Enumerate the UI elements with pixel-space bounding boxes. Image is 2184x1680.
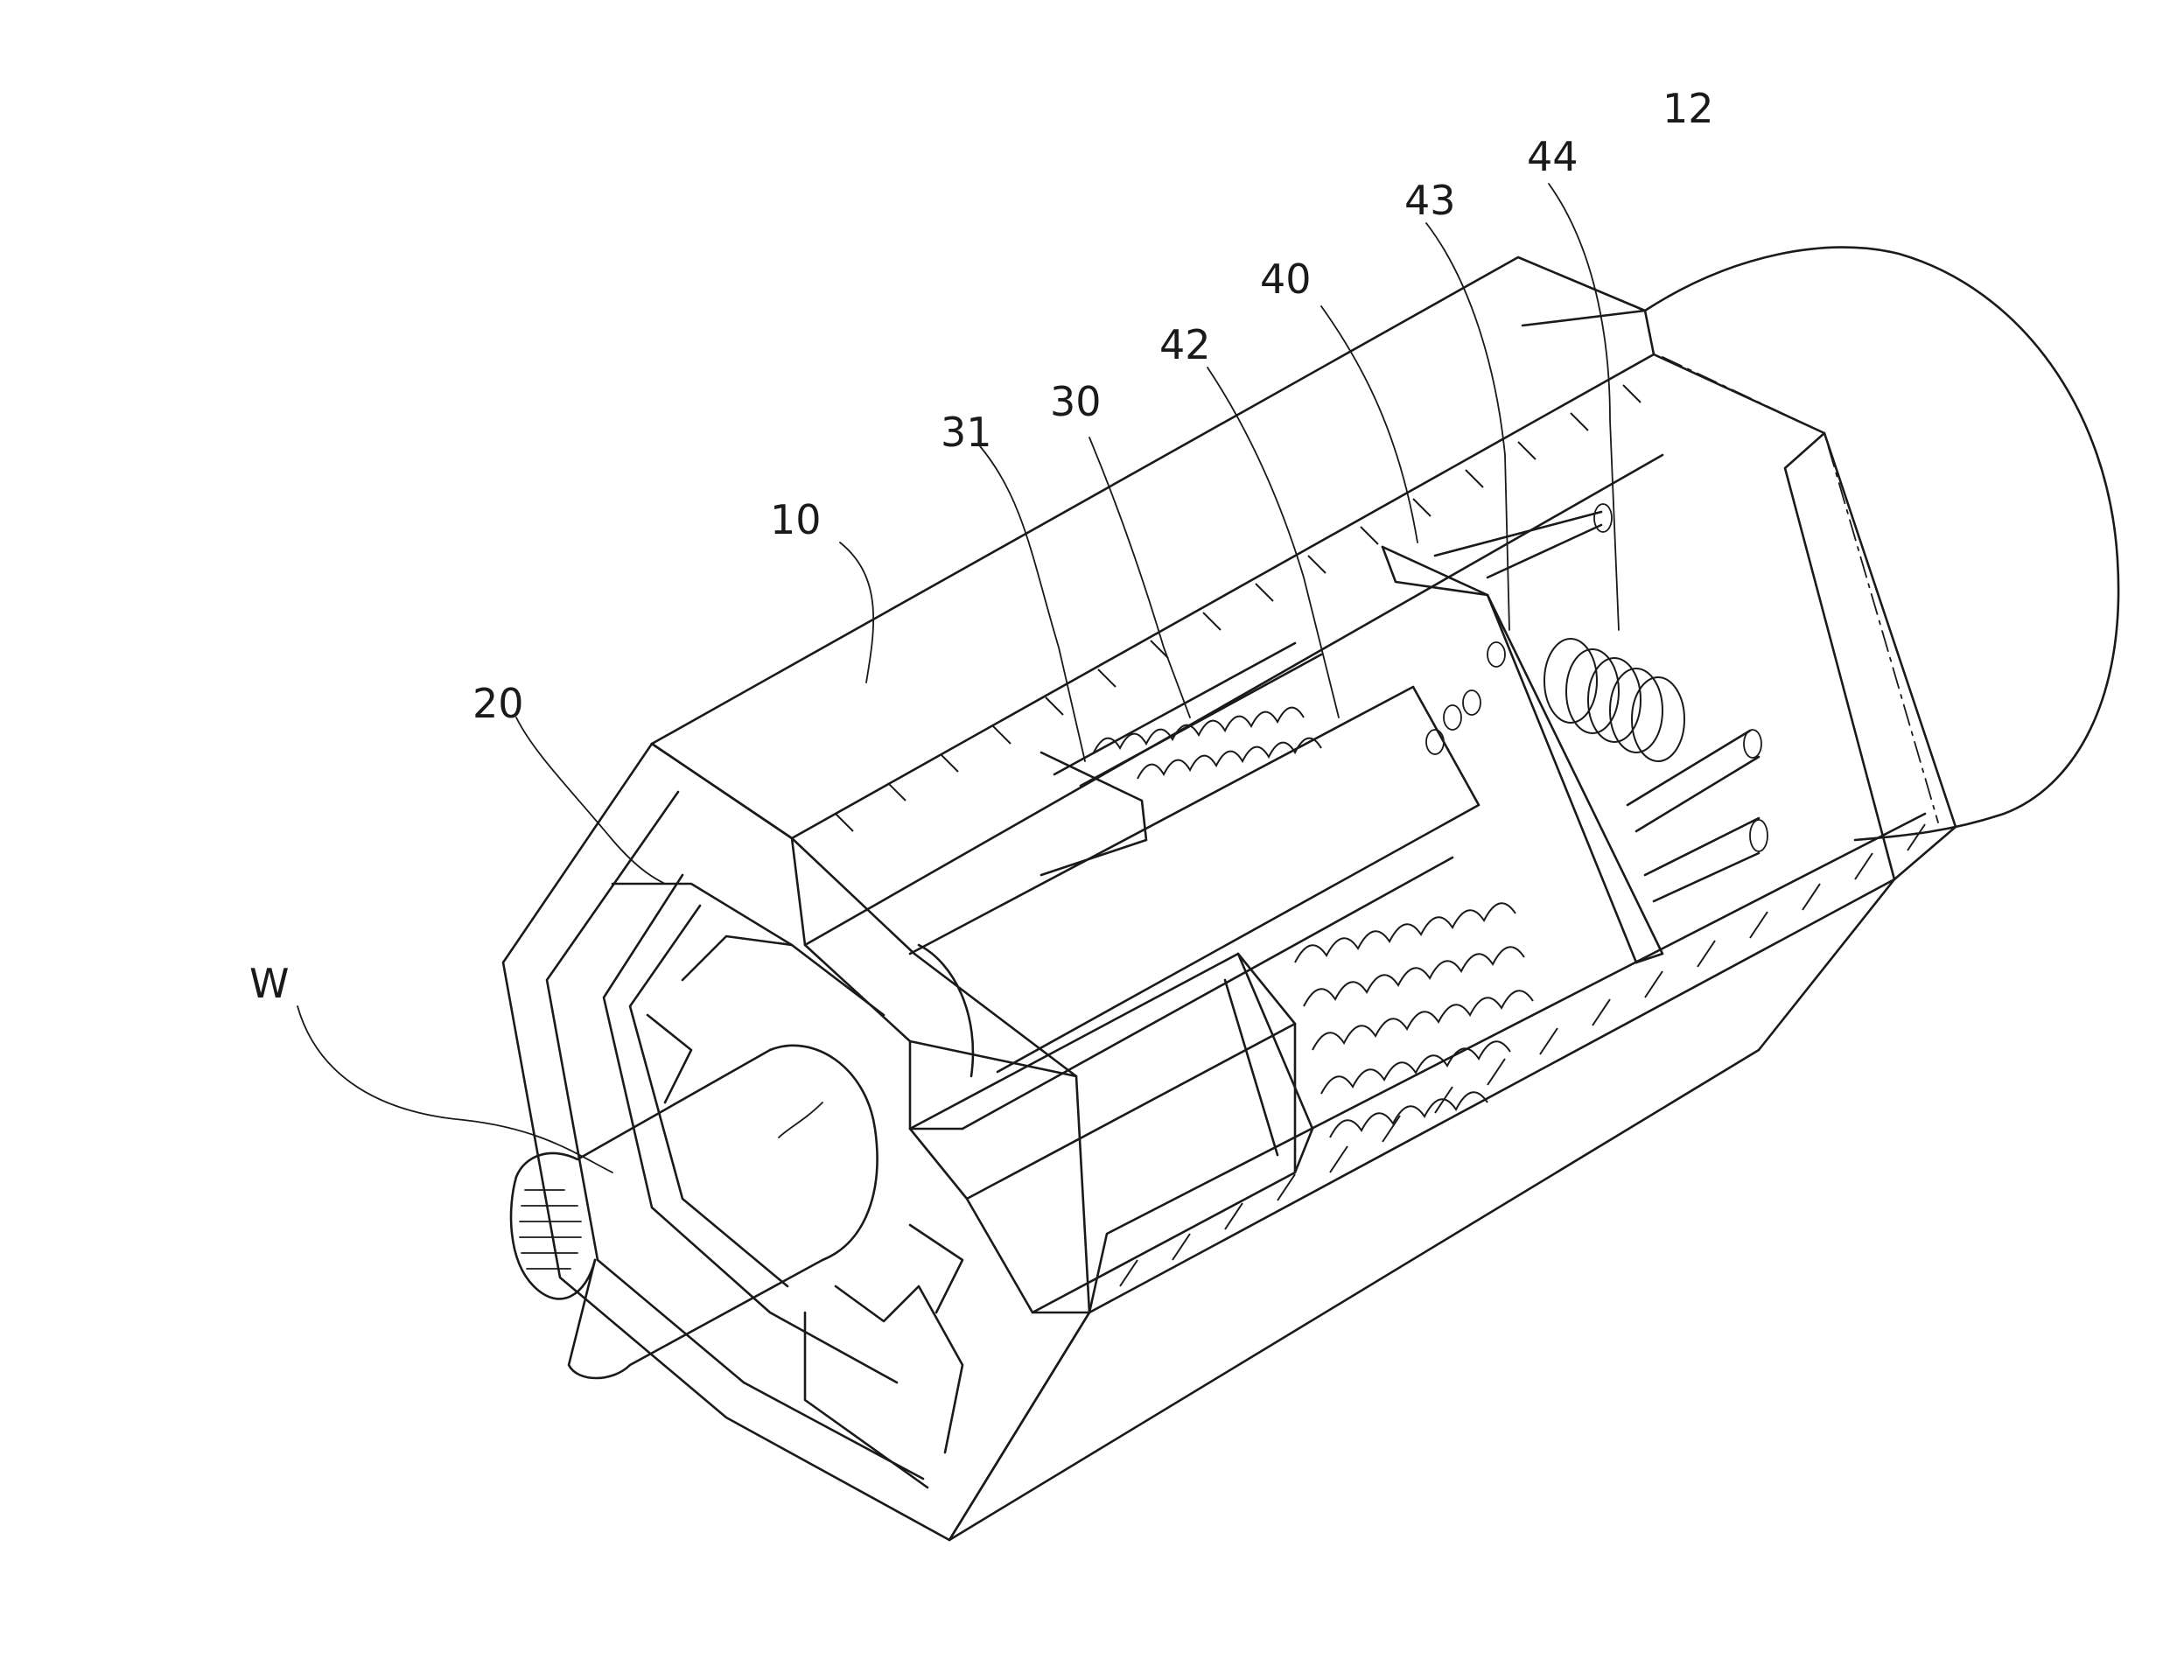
label-12: 12	[1662, 85, 1714, 132]
inner-block-42	[803, 685, 1480, 1314]
label-10: 10	[770, 496, 822, 543]
label-40: 40	[1260, 256, 1312, 303]
label-43: 43	[1404, 177, 1456, 224]
plate-40	[1381, 545, 1664, 964]
spring-44	[1544, 638, 1685, 762]
housing-10	[650, 256, 1957, 1542]
hole-43-b	[1462, 690, 1481, 716]
rods	[1433, 503, 1768, 903]
coil-30-31	[1040, 641, 1323, 877]
label-W: W	[249, 960, 289, 1007]
leader-lines	[297, 183, 1620, 1173]
end-cap-12	[1521, 246, 2120, 842]
label-44: 44	[1527, 133, 1578, 180]
coil-bundle-lower	[1294, 902, 1534, 1138]
label-20: 20	[472, 680, 524, 727]
section-hatching	[835, 384, 1926, 1287]
insulator-20	[501, 742, 1091, 1542]
label-30: 30	[1050, 378, 1102, 425]
label-42: 42	[1159, 321, 1211, 368]
wire-W	[509, 1044, 878, 1380]
reference-labels: 12 44 43 40 42 30 31 10 20 W	[249, 85, 1714, 1007]
hole-43-d	[1425, 729, 1445, 755]
hole-43-a	[1487, 641, 1506, 668]
label-31: 31	[941, 409, 992, 456]
hole-43-c	[1443, 704, 1462, 731]
